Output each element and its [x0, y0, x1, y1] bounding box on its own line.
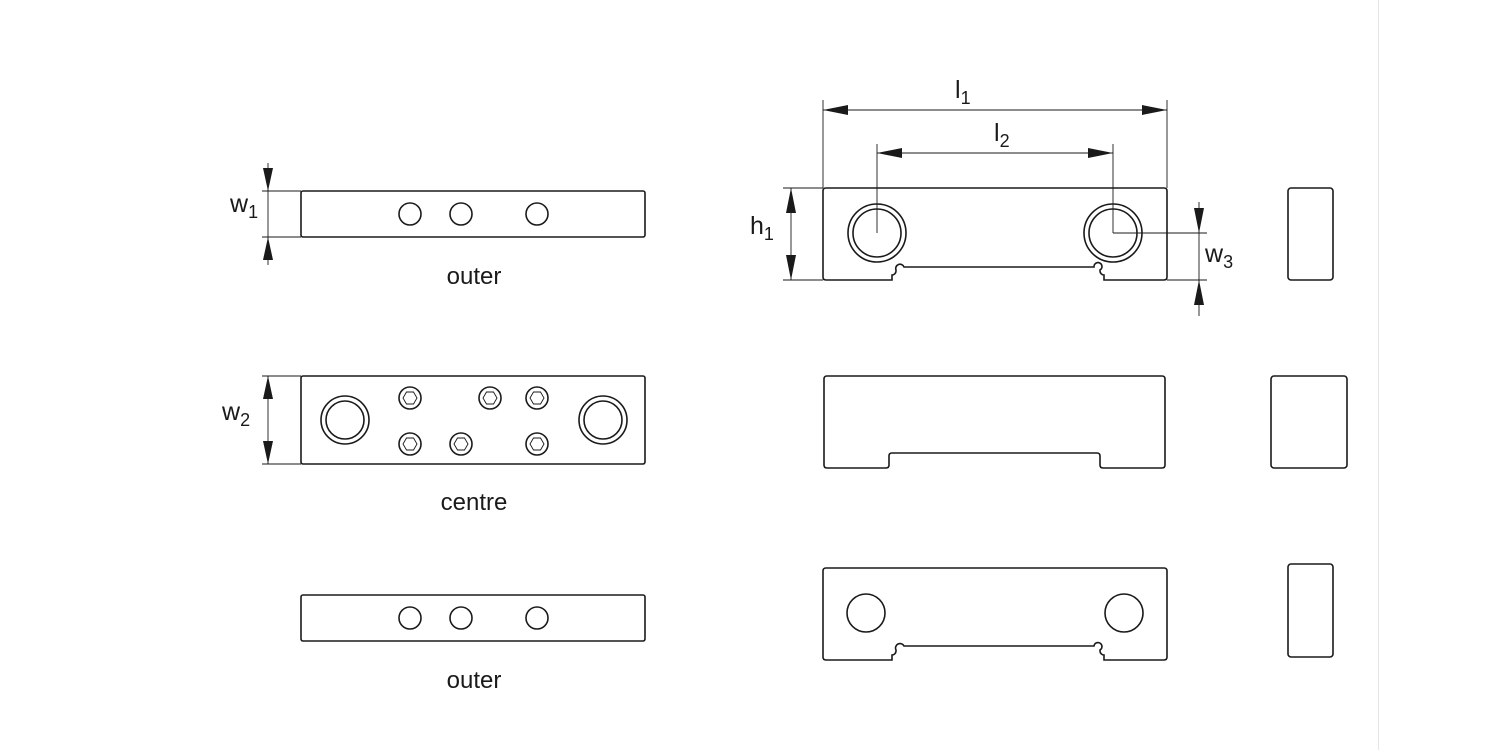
counterbore-hole	[578, 395, 628, 445]
dimension-label-w3: w3	[1204, 240, 1233, 272]
hole	[449, 202, 473, 226]
counterbore-inner	[325, 400, 365, 440]
dimension-w1: w1	[229, 163, 301, 265]
dimension-w2: w2	[221, 375, 301, 465]
dimension-label-w2: w2	[221, 398, 250, 430]
end-view-top	[1287, 187, 1334, 281]
dimension-label-l2: l2	[994, 119, 1010, 151]
hole	[398, 202, 422, 226]
hex-socket-screw	[525, 432, 549, 456]
dimension-w3: w3	[1113, 202, 1233, 316]
hole	[1104, 593, 1144, 633]
hole	[525, 606, 549, 630]
dimension-h1: h1	[750, 187, 823, 281]
dimension-l1: l1	[822, 76, 1168, 188]
hex-socket-screw	[478, 386, 502, 410]
hex-socket-screw	[449, 432, 473, 456]
dimension-label-h1: h1	[750, 212, 774, 244]
end-view-centre	[1270, 375, 1348, 469]
hole	[846, 593, 886, 633]
centre-side-block	[823, 375, 1166, 469]
page-edge-line	[1378, 0, 1379, 750]
dimension-l2: l2	[876, 119, 1114, 233]
end-view-bottom	[1287, 563, 1334, 658]
dimension-label-w1: w1	[229, 190, 258, 222]
hex-socket-screw	[525, 386, 549, 410]
caption-outer-bottom: outer	[447, 667, 502, 694]
top-side-block	[822, 187, 1168, 281]
hex-socket-screw	[398, 386, 422, 410]
outer-top-plate	[300, 190, 646, 238]
dimension-label-l1: l1	[955, 76, 971, 108]
caption-outer-top: outer	[447, 263, 502, 290]
counterbore-hole	[320, 395, 370, 445]
counterbore-inner	[583, 400, 623, 440]
hex-socket-screw	[398, 432, 422, 456]
centre-plate	[300, 375, 646, 465]
hole	[449, 606, 473, 630]
outer-bottom-plate	[300, 594, 646, 642]
hole	[398, 606, 422, 630]
caption-centre: centre	[441, 489, 508, 516]
bottom-side-block	[822, 567, 1168, 661]
hole	[525, 202, 549, 226]
